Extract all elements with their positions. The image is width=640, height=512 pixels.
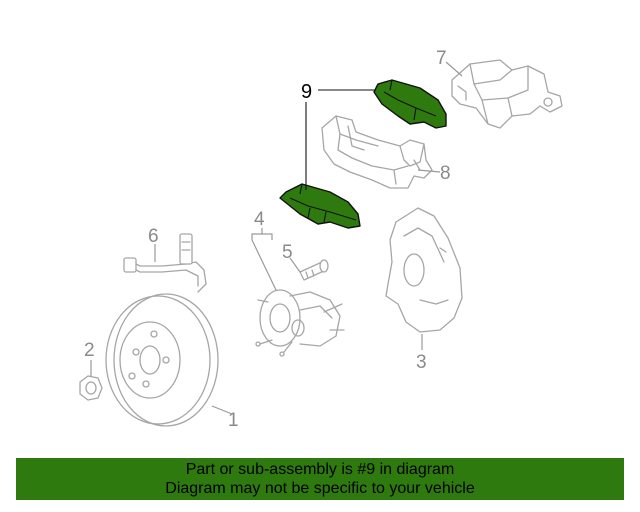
leader-line-1: [211, 405, 233, 415]
leader-line-4: [251, 228, 277, 291]
banner-line-disclaimer: Diagram may not be specific to your vehi…: [165, 480, 475, 497]
splash-shield-part: [385, 207, 463, 333]
callout-2: 2: [84, 340, 95, 361]
brake-assembly-diagram: 7 8 9 6: [79, 48, 563, 431]
lug-nut-part: [79, 375, 103, 401]
leader-line-8: [417, 169, 441, 173]
bolt-part: [299, 259, 329, 281]
callout-8: 8: [440, 163, 451, 184]
brake-hose-part: [123, 233, 207, 293]
banner-line-part: Part or sub-assembly is #9 in diagram: [185, 461, 455, 478]
upper-brake-pad: [373, 79, 447, 129]
leader-line-7: [445, 61, 463, 77]
lower-brake-pad: [279, 183, 361, 229]
hub-bearing-part: [255, 289, 345, 357]
callout-7: 7: [436, 48, 447, 69]
callout-3: 3: [416, 352, 427, 373]
callout-4: 4: [254, 209, 265, 230]
callout-6: 6: [148, 226, 159, 247]
caliper-bracket-part: [321, 115, 433, 189]
caliper-housing-part: [451, 59, 563, 129]
part-info-banner: Part or sub-assembly is #9 in diagram Di…: [16, 458, 624, 500]
callout-5: 5: [282, 242, 293, 263]
leader-line-5: [289, 257, 301, 273]
callout-1: 1: [228, 410, 239, 431]
brake-rotor-part: [105, 293, 219, 427]
callout-9: 9: [301, 81, 312, 103]
